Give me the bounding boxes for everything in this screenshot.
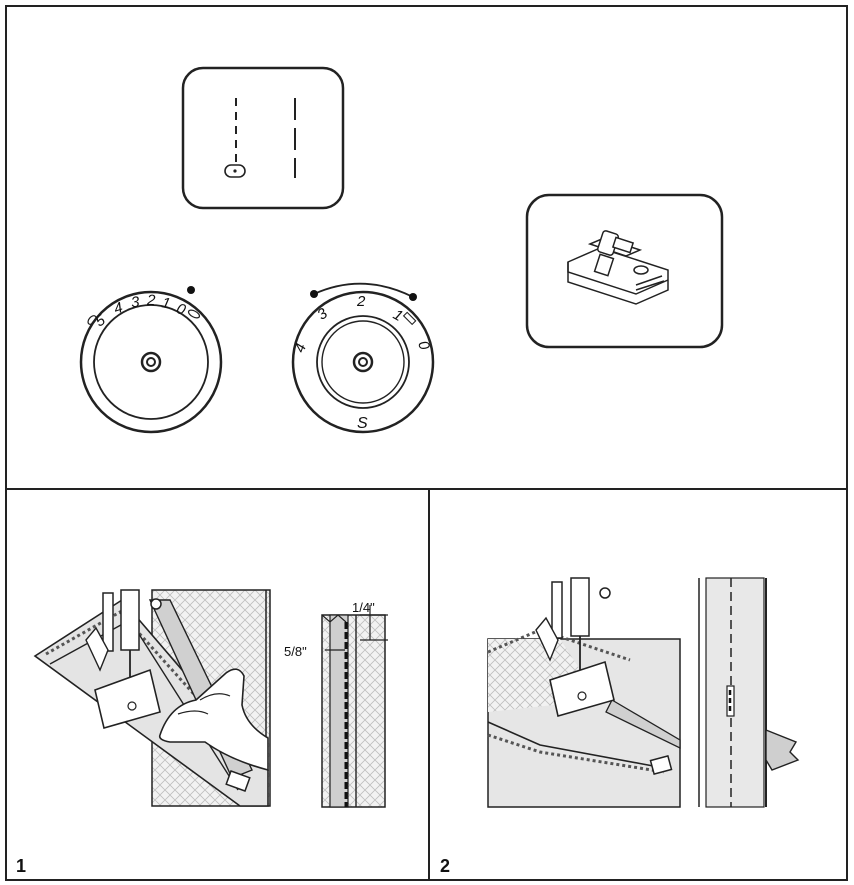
stitch-length-dial: 4 3 2 1 0 S xyxy=(291,282,435,434)
step1-number: 1 xyxy=(16,856,27,876)
step2-number: 2 xyxy=(440,856,451,876)
step2-stitch-detail xyxy=(697,577,800,808)
zipper-foot-icon xyxy=(567,230,669,305)
length-range-arc xyxy=(313,282,414,298)
zipper-foot-card xyxy=(525,193,724,349)
indicator-dot xyxy=(187,286,195,294)
step1-sewing-illustration xyxy=(33,589,271,807)
length-label-s: S xyxy=(357,415,368,432)
measure-quarter-inch: 1/4" xyxy=(352,600,375,615)
diagram-frame xyxy=(5,5,848,881)
width-label-3: 3 xyxy=(130,293,141,311)
length-label-2: 2 xyxy=(356,293,366,310)
stitch-width-dial: 5 4 3 2 1 0 xyxy=(79,286,223,434)
width-label-1: 1 xyxy=(160,294,172,312)
panel-divider-vertical xyxy=(428,488,430,881)
stitch-pattern-card xyxy=(181,66,345,210)
step2-sewing-illustration xyxy=(487,577,681,808)
measure-five-eighths-inch: 5/8" xyxy=(284,644,307,659)
panel-divider-horizontal xyxy=(5,488,848,490)
hand-graphic xyxy=(158,668,269,772)
step1-measurement-detail: 1/4" 5/8" xyxy=(284,600,388,808)
width-label-2: 2 xyxy=(146,292,157,309)
